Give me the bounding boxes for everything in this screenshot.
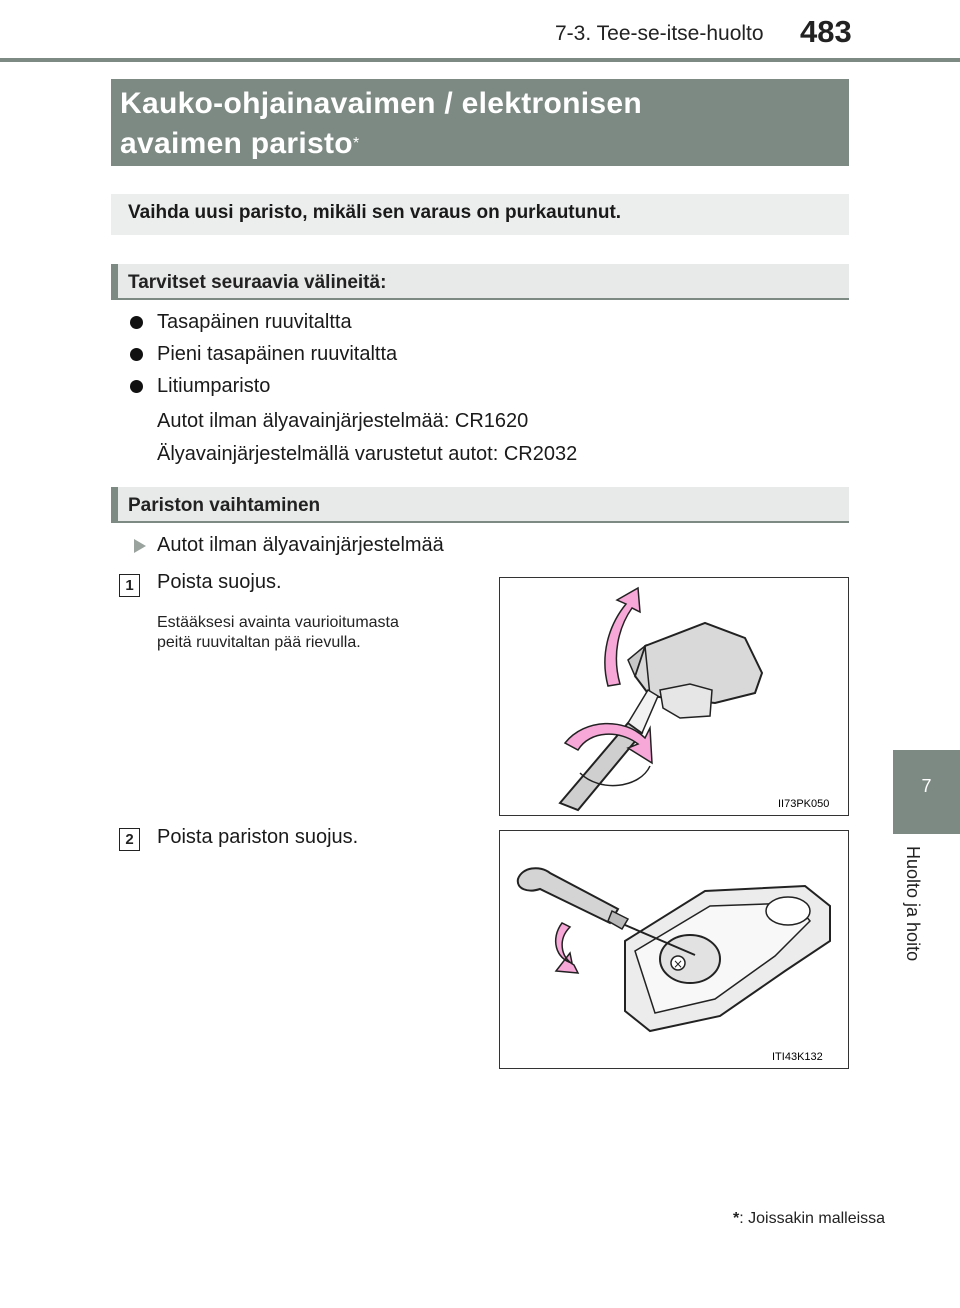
replacement-subheading: Autot ilman älyavainjärjestelmää <box>157 534 444 556</box>
battery-cover-illustration: × ITI43K132 <box>516 867 831 1063</box>
tool-item: Litiumparisto <box>157 375 271 397</box>
figure-remove-battery-cover: × ITI43K132 <box>499 830 849 1069</box>
step-note-line: Estääksesi avainta vaurioitumasta <box>157 614 399 631</box>
step-note: Estääksesi avainta vaurioitumasta peitä … <box>157 613 399 653</box>
title-line-2: avaimen paristo <box>120 127 353 160</box>
chapter-label: Huolto ja hoito <box>903 846 923 962</box>
step-text: Poista suojus. <box>157 571 282 593</box>
header-rule <box>0 58 960 62</box>
title-line-1: Kauko-ohjainavaimen / elektronisen <box>120 87 643 120</box>
tools-heading: Tarvitset seuraavia välineitä: <box>128 272 387 293</box>
step-text: Poista pariston suojus. <box>157 826 359 848</box>
replacement-heading: Pariston vaihtaminen <box>128 495 321 516</box>
intro-text: Vaihda uusi paristo, mikäli sen varaus o… <box>128 202 622 223</box>
footnote: *: Joissakin malleissa <box>733 1210 885 1228</box>
chapter-label-wrap: Huolto ja hoito <box>893 846 933 986</box>
bullet-dot <box>130 316 143 329</box>
page-title: Kauko-ohjainavaimen / elektronisen avaim… <box>120 84 840 164</box>
running-header-section: 7-3. Tee-se-itse-huolto <box>555 22 764 45</box>
chapter-number: 7 <box>921 776 932 796</box>
battery-note: Autot ilman älyavainjärjestelmää: CR1620 <box>157 410 529 432</box>
tools-heading-box <box>111 264 849 300</box>
step-note-line: peitä ruuvitaltan pää rievulla. <box>157 634 361 651</box>
step-number: 1 <box>119 574 140 597</box>
intro-box <box>111 194 849 235</box>
battery-note: Älyavainjärjestelmällä varustetut autot:… <box>157 443 578 465</box>
step-number: 2 <box>119 828 140 851</box>
bullet-dot <box>130 380 143 393</box>
title-box <box>111 79 849 166</box>
svg-text:×: × <box>673 957 683 971</box>
key-cover-illustration: II73PK050 <box>558 586 829 812</box>
figure-id: ITI43K132 <box>772 1051 823 1063</box>
figure-id: II73PK050 <box>778 798 829 810</box>
tool-item: Tasapäinen ruuvitaltta <box>157 311 352 333</box>
page-number: 483 <box>800 14 852 49</box>
title-mark: * <box>352 135 360 152</box>
tool-item: Pieni tasapäinen ruuvitaltta <box>157 343 398 365</box>
footnote-mark: * <box>733 1210 740 1227</box>
figure-remove-cover: II73PK050 <box>499 577 849 816</box>
triangle-right-icon <box>134 539 146 553</box>
chapter-tab <box>893 750 960 834</box>
bullet-dot <box>130 348 143 361</box>
replacement-heading-box <box>111 487 849 523</box>
footnote-text: : Joissakin malleissa <box>739 1210 886 1227</box>
